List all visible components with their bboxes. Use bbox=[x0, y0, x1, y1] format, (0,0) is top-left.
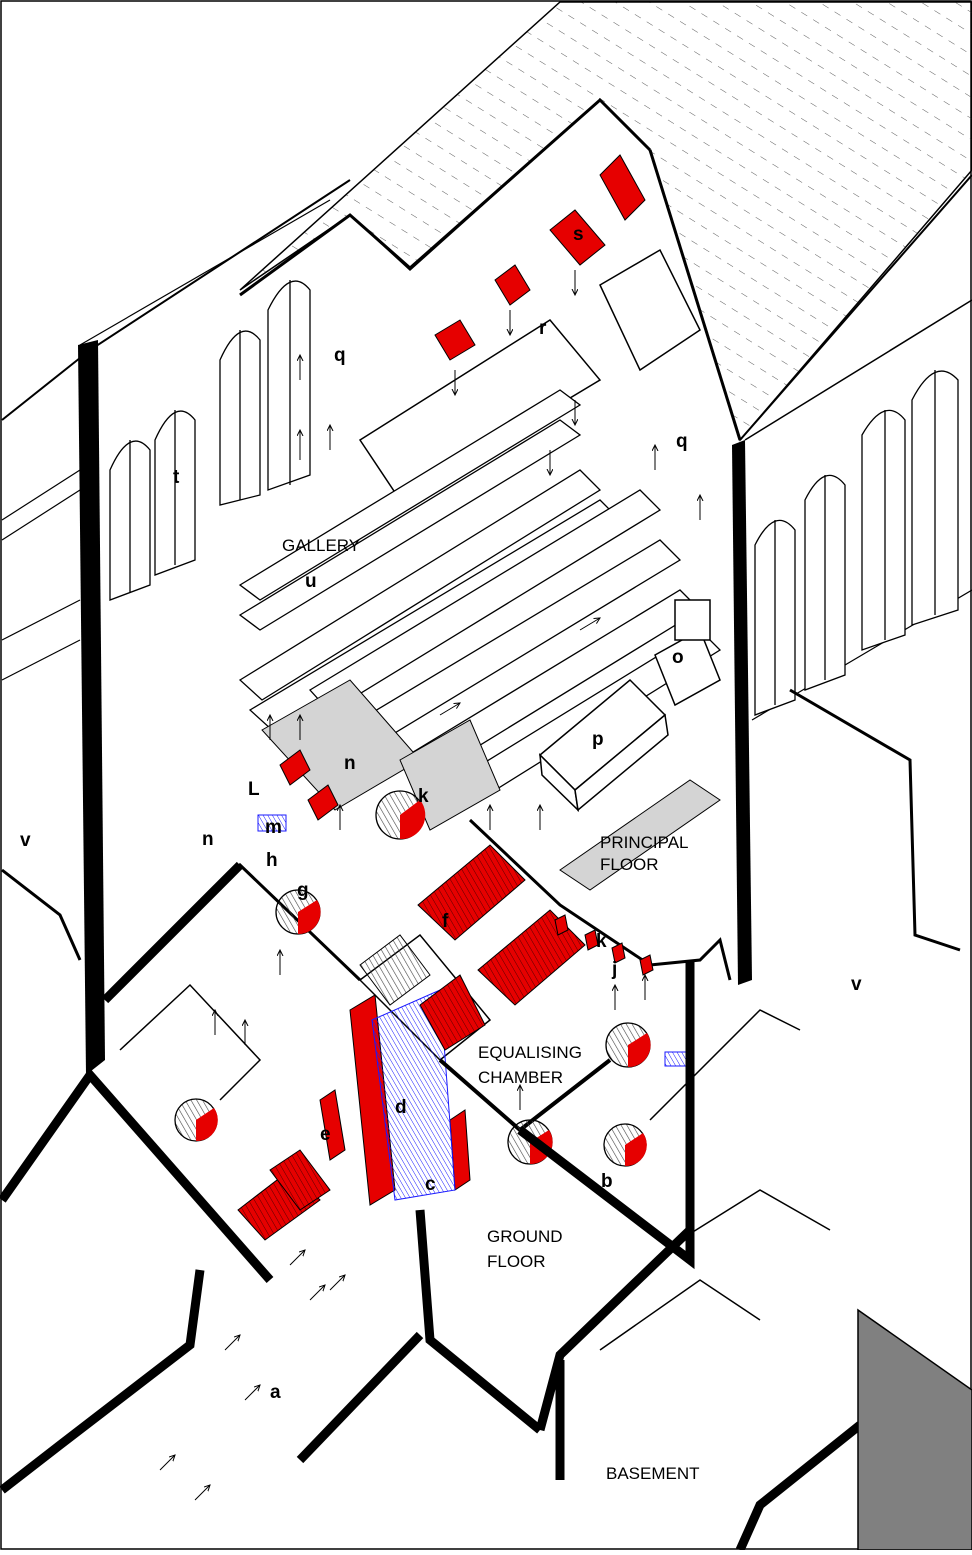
letter-d: d bbox=[395, 1097, 407, 1118]
letter-k-upper: k bbox=[418, 786, 429, 807]
letter-u: u bbox=[305, 571, 317, 592]
label-ground-floor: FLOOR bbox=[487, 1252, 546, 1271]
label-chamber: CHAMBER bbox=[478, 1068, 563, 1087]
pew-shade bbox=[261, 679, 721, 891]
label-basement: BASEMENT bbox=[606, 1464, 700, 1483]
label-ground: GROUND bbox=[487, 1227, 563, 1246]
letter-e: e bbox=[320, 1124, 331, 1145]
right-windows bbox=[754, 370, 959, 716]
letter-q-right: q bbox=[676, 431, 688, 452]
basement-corner bbox=[857, 1308, 972, 1551]
fan-right bbox=[605, 1022, 651, 1068]
fan-upper bbox=[375, 790, 426, 840]
communion-table bbox=[538, 678, 669, 813]
letter-h: h bbox=[266, 850, 278, 871]
fan-g bbox=[275, 889, 321, 935]
thin-walls bbox=[119, 983, 831, 1351]
letter-n-lower: n bbox=[202, 829, 214, 850]
letter-q-left: q bbox=[334, 345, 346, 366]
pulpit bbox=[654, 599, 721, 707]
ground-floor-walls bbox=[0, 861, 863, 1552]
right-clerestory-wall bbox=[732, 299, 972, 985]
letter-b: b bbox=[601, 1171, 613, 1192]
letter-a: a bbox=[270, 1382, 281, 1403]
letter-v-right: v bbox=[851, 974, 862, 995]
letter-r: r bbox=[539, 318, 547, 339]
gallery-heaters bbox=[279, 154, 654, 1161]
letter-L: L bbox=[248, 779, 260, 800]
letter-o: o bbox=[672, 647, 684, 668]
fan-b bbox=[603, 1123, 647, 1167]
airflow-arrows bbox=[159, 270, 700, 1501]
letter-s: s bbox=[573, 224, 584, 245]
letter-g: g bbox=[297, 880, 309, 901]
roof bbox=[239, 1, 972, 442]
letter-v-left: v bbox=[20, 830, 31, 851]
letter-k-lower: k bbox=[596, 931, 607, 952]
gallery-pews bbox=[238, 389, 722, 813]
letter-f: f bbox=[442, 911, 449, 932]
letter-m: m bbox=[265, 817, 282, 838]
letter-c: c bbox=[425, 1174, 436, 1195]
letter-p: p bbox=[592, 729, 604, 750]
fan-left bbox=[174, 1098, 218, 1142]
letter-t: t bbox=[173, 467, 180, 488]
label-principal: PRINCIPAL bbox=[600, 833, 689, 852]
label-principal-floor: FLOOR bbox=[600, 855, 659, 874]
letter-j: j bbox=[611, 959, 617, 980]
left-clerestory-wall bbox=[1, 179, 351, 1075]
chancel-upper bbox=[358, 248, 701, 502]
left-windows bbox=[109, 280, 311, 601]
label-equalising: EQUALISING bbox=[478, 1043, 582, 1062]
label-gallery: GALLERY bbox=[282, 536, 360, 555]
letter-n-upper: n bbox=[344, 753, 356, 774]
